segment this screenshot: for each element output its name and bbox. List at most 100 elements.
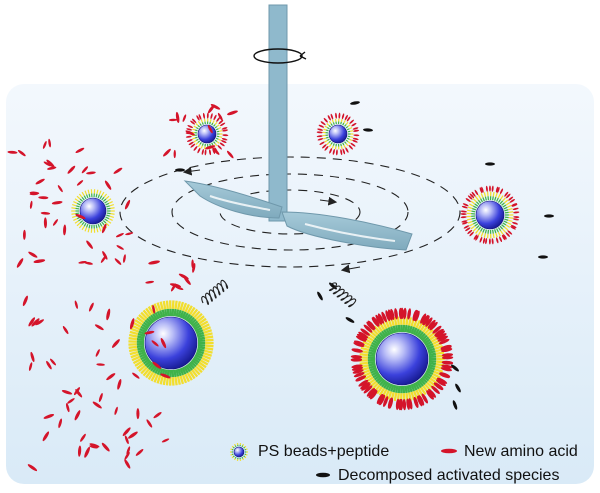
- amino-acid-icon: [351, 122, 357, 127]
- amino-acid-icon: [81, 166, 89, 174]
- amino-acid-icon: [111, 339, 120, 348]
- amino-acid-icon: [473, 234, 478, 240]
- amino-acid-icon: [219, 142, 225, 147]
- amino-acid-icon: [160, 337, 167, 349]
- amino-acid-icon: [501, 234, 506, 241]
- amino-acid-icon: [427, 319, 436, 329]
- amino-acid-icon: [387, 397, 393, 409]
- amino-acid-icon: [385, 310, 391, 322]
- amino-acid-icon: [42, 141, 47, 149]
- amino-acid-icon: [57, 185, 63, 193]
- amino-acid-icon: [86, 240, 93, 249]
- amino-acid-icon: [465, 198, 471, 202]
- amino-acid-icon: [436, 333, 447, 340]
- amino-acid-icon: [198, 114, 202, 120]
- amino-acid-icon: [417, 395, 423, 407]
- amino-acid-icon: [420, 313, 427, 324]
- amino-acid-icon: [475, 235, 479, 241]
- amino-acid-icon: [376, 393, 384, 404]
- amino-acid-icon: [491, 185, 494, 192]
- bead-icon: [316, 112, 360, 156]
- amino-acid-icon: [400, 307, 404, 320]
- legend-icons: [230, 443, 457, 478]
- amino-acid-icon: [512, 218, 520, 221]
- amino-acid-icon: [122, 427, 131, 436]
- amino-acid-icon: [62, 325, 69, 335]
- amino-acid-icon: [349, 119, 355, 124]
- amino-acid-icon: [342, 148, 346, 155]
- amino-acid-icon: [352, 137, 359, 141]
- amino-acid-icon: [506, 193, 511, 199]
- amino-acid-icon: [102, 251, 108, 260]
- amino-acid-icon: [89, 445, 99, 449]
- amino-acid-icon: [441, 347, 453, 353]
- amino-acid-icon: [208, 149, 212, 156]
- amino-acid-icon: [316, 131, 323, 134]
- rotation-arrow-icon: [253, 48, 307, 64]
- amino-acid-icon: [340, 149, 343, 156]
- amino-acid-icon: [94, 324, 104, 331]
- activated-species-icon: [538, 255, 548, 259]
- amino-acid-icon: [52, 219, 58, 226]
- amino-acid-icon: [368, 389, 377, 399]
- amino-acid-icon: [485, 185, 488, 192]
- spring-icon: [328, 282, 357, 308]
- amino-acid-icon: [222, 129, 229, 132]
- amino-acid-icon: [29, 192, 38, 196]
- amino-acid-icon: [84, 261, 93, 265]
- amino-acid-icon: [61, 390, 73, 395]
- amino-acid-icon: [146, 419, 153, 428]
- amino-acid-icon: [435, 330, 446, 338]
- amino-acid-icon: [35, 319, 45, 326]
- amino-acid-icon: [433, 382, 444, 391]
- amino-acid-icon: [35, 178, 45, 185]
- activated-species-icon: [316, 472, 330, 478]
- flow-arrows: [182, 166, 361, 274]
- amino-acid-icon: [332, 148, 335, 155]
- amino-acid-icon: [124, 459, 131, 469]
- amino-acid-icon: [402, 398, 407, 411]
- amino-acid-icon: [513, 216, 520, 218]
- amino-acid-icon: [145, 280, 155, 284]
- amino-acid-icon: [217, 145, 222, 150]
- amino-acid-icon: [360, 382, 370, 390]
- amino-acid-icon: [76, 180, 84, 186]
- amino-acid-icon: [128, 431, 138, 439]
- amino-acid-icon: [98, 393, 103, 403]
- amino-acid-icon: [151, 340, 159, 347]
- amino-acid-icon: [441, 448, 457, 454]
- bead-icon: [350, 307, 454, 411]
- amino-acid-icon: [510, 226, 516, 230]
- amino-acid-icon: [42, 431, 50, 442]
- amino-acid-icon: [27, 464, 38, 472]
- amino-acid-icon: [106, 373, 116, 381]
- amino-acid-icon: [467, 195, 473, 200]
- amino-acid-icon: [505, 232, 510, 237]
- activated-species-icon: [363, 128, 373, 132]
- amino-acid-icon: [488, 238, 491, 245]
- amino-acid-icon: [58, 418, 63, 429]
- amino-acid-icon: [465, 227, 471, 232]
- activated-species-icon: [452, 400, 458, 410]
- amino-acid-icon: [479, 187, 483, 194]
- amino-acid-icon: [117, 378, 122, 390]
- amino-acid-icon: [104, 180, 112, 190]
- amino-acid-icon: [375, 314, 383, 325]
- amino-acid-icon: [338, 112, 341, 119]
- amino-acid-icon: [193, 145, 198, 151]
- amino-acid-icon: [351, 366, 364, 371]
- amino-acid-icon: [89, 443, 100, 448]
- amino-acid-icon: [152, 361, 162, 369]
- bead-icon: [460, 185, 520, 245]
- amino-acid-icon: [217, 112, 223, 121]
- amino-acid-icon: [46, 360, 52, 370]
- stirrer-shaft: [268, 4, 288, 222]
- amino-acid-icon: [170, 283, 177, 292]
- amino-acid-icon: [74, 300, 78, 309]
- amino-acid-icon: [201, 148, 204, 155]
- amino-acid-icon: [206, 112, 209, 119]
- amino-acid-icon: [226, 150, 234, 159]
- bead-icon: [230, 443, 248, 461]
- amino-acid-icon: [437, 335, 448, 342]
- amino-acid-icon: [186, 128, 193, 131]
